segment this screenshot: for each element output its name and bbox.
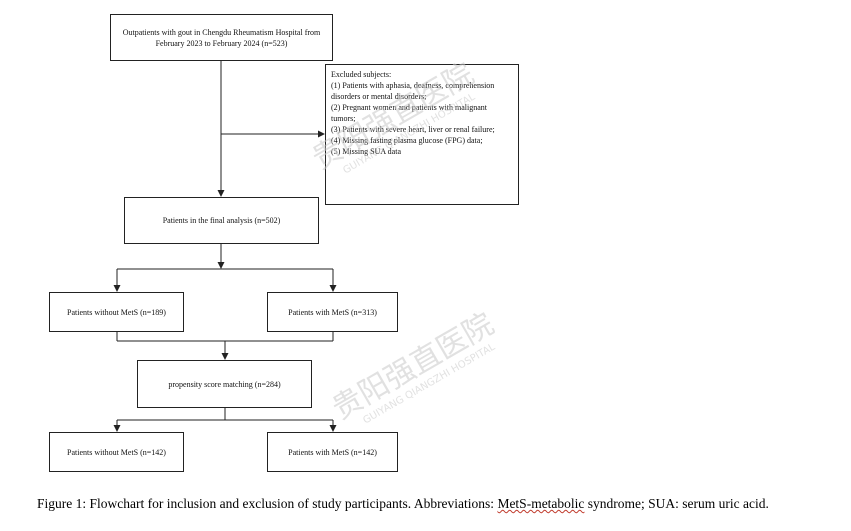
with-mets-text-1: Patients with MetS (n=313) bbox=[288, 307, 377, 317]
without-mets-box-2: Patients without MetS (n=142) bbox=[49, 432, 184, 472]
excluded-item-5: (5) Missing SUA data bbox=[331, 147, 401, 156]
with-mets-box-1: Patients with MetS (n=313) bbox=[267, 292, 398, 332]
excluded-subjects-box: Excluded subjects: (1) Patients with aph… bbox=[325, 64, 519, 205]
excluded-item-1: (1) Patients with aphasia, deafness, com… bbox=[331, 81, 495, 101]
caption-mets-term: MetS-metabolic bbox=[497, 496, 585, 511]
without-mets-box-1: Patients without MetS (n=189) bbox=[49, 292, 184, 332]
excluded-item-3: (3) Patients with severe heart, liver or… bbox=[331, 125, 495, 134]
with-mets-text-2: Patients with MetS (n=142) bbox=[288, 447, 377, 457]
final-analysis-text: Patients in the final analysis (n=502) bbox=[162, 216, 281, 225]
outpatients-box: Outpatients with gout in Chengdu Rheumat… bbox=[110, 14, 333, 61]
figure-caption: Figure 1: Flowchart for inclusion and ex… bbox=[37, 496, 837, 512]
without-mets-text-2: Patients without MetS (n=142) bbox=[67, 447, 166, 457]
excluded-item-4: (4) Missing fasting plasma glucose (FPG)… bbox=[331, 136, 483, 145]
with-mets-box-2: Patients with MetS (n=142) bbox=[267, 432, 398, 472]
caption-prefix: Figure 1: Flowchart for inclusion and ex… bbox=[37, 496, 498, 511]
excluded-item-2: (2) Pregnant women and patients with mal… bbox=[331, 103, 487, 123]
outpatients-text: Outpatients with gout in Chengdu Rheumat… bbox=[122, 27, 321, 48]
final-analysis-box: Patients in the final analysis (n=502) bbox=[124, 197, 319, 244]
psm-box: propensity score matching (n=284) bbox=[137, 360, 312, 408]
excluded-title: Excluded subjects: bbox=[331, 70, 392, 79]
caption-suffix: syndrome; SUA: serum uric acid. bbox=[584, 496, 769, 511]
psm-text: propensity score matching (n=284) bbox=[168, 379, 281, 389]
without-mets-text-1: Patients without MetS (n=189) bbox=[67, 307, 166, 317]
